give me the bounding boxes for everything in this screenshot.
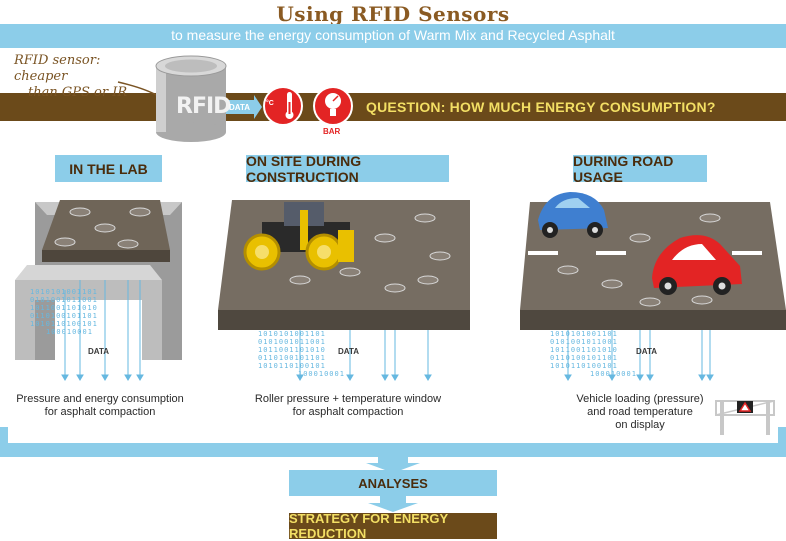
flow-bracket-graphic [0, 400, 786, 512]
caption-lab: Pressure and energy consumption for asph… [5, 393, 195, 419]
down-arrow-2 [368, 496, 418, 512]
binary-row: 0101001011001 [30, 296, 98, 304]
rfid-cylinder-icon [155, 55, 227, 142]
binary-row: 1010110100101 [258, 362, 326, 370]
binary-row: 0110100101101 [550, 354, 618, 362]
binary-row: 1011001101010 [30, 304, 98, 312]
data-label-road: DATA [636, 347, 658, 356]
pressure-gauge-icon [313, 86, 353, 126]
red-car-icon [652, 235, 742, 295]
subtitle-banner [0, 24, 786, 48]
site-sensors [289, 213, 451, 293]
sensor-graphic [117, 55, 353, 142]
binary-row: 1011001101010 [258, 346, 326, 354]
binary-row: 100010001 [46, 328, 93, 336]
data-arrow [226, 95, 262, 119]
blue-car-icon [538, 192, 608, 238]
data-label-site: DATA [338, 347, 360, 356]
lab-sensors [54, 207, 151, 249]
road-roller-icon [243, 202, 354, 271]
question-banner [0, 93, 786, 121]
sensor-note: RFID sensor: cheaper than GPS or IR [14, 53, 154, 101]
binary-row: 100010001 [298, 370, 345, 378]
sensor-data-label: DATA [229, 103, 251, 112]
lab-test-rig [15, 200, 182, 360]
analyses-box: ANALYSES [289, 470, 497, 496]
thermometer-icon [263, 86, 303, 126]
binary-row: 0110100101101 [30, 312, 98, 320]
binary-row: 0110100101101 [258, 354, 326, 362]
caption-line: for asphalt compaction [292, 406, 404, 418]
binary-row: 1011001101010 [550, 346, 618, 354]
caption-line: and road temperature [587, 406, 693, 418]
heading-on-site: ON SITE DURING CONSTRUCTION [246, 153, 449, 185]
panel-illustrations [15, 192, 786, 381]
note-line-2: than GPS or IR [28, 85, 128, 100]
pressure-unit-label: BAR [323, 127, 341, 136]
note-pointer-line [117, 81, 159, 97]
down-arrow-1 [366, 457, 420, 473]
data-label-lab: DATA [88, 347, 110, 356]
note-line-1: RFID sensor: cheaper [14, 53, 101, 84]
page-subtitle: to measure the energy consumption of War… [171, 27, 615, 43]
heading-road-usage: DURING ROAD USAGE [573, 153, 707, 185]
temp-unit-label: °C [266, 100, 274, 107]
merge-bracket [0, 427, 786, 457]
caption-line: Roller pressure + temperature window [254, 393, 442, 405]
rfid-label: RFID [176, 94, 231, 119]
caption-line: on display [615, 419, 665, 431]
caption-line: for asphalt compaction [44, 406, 156, 418]
caption-site: Roller pressure + temperature window for… [238, 393, 458, 419]
binary-row: 1010110100101 [550, 362, 618, 370]
road-sensors [557, 213, 721, 307]
heading-in-the-lab: IN THE LAB [55, 155, 162, 182]
binary-row: 1010110100101 [30, 320, 98, 328]
question-text: QUESTION: HOW MUCH ENERGY CONSUMPTION? [366, 99, 716, 115]
binary-row: 0101001011001 [258, 338, 326, 346]
binary-row: 1010101001101 [258, 330, 326, 338]
caption-road: Vehicle loading (pressure) and road temp… [560, 393, 720, 432]
binary-row: 100010001 [590, 370, 637, 378]
binary-row: 0101001011001 [550, 338, 618, 346]
caption-line: Pressure and energy consumption [16, 393, 184, 405]
data-flow-arrows [61, 280, 714, 381]
caption-line: Vehicle loading (pressure) [576, 393, 704, 405]
binary-row: 1010101001101 [30, 288, 98, 296]
page-title: Using RFID Sensors [276, 2, 510, 26]
strategy-box: STRATEGY FOR ENERGY REDUCTION [289, 511, 497, 541]
binary-row: 1010101001101 [550, 330, 618, 338]
overhead-sign-icon [715, 400, 775, 435]
